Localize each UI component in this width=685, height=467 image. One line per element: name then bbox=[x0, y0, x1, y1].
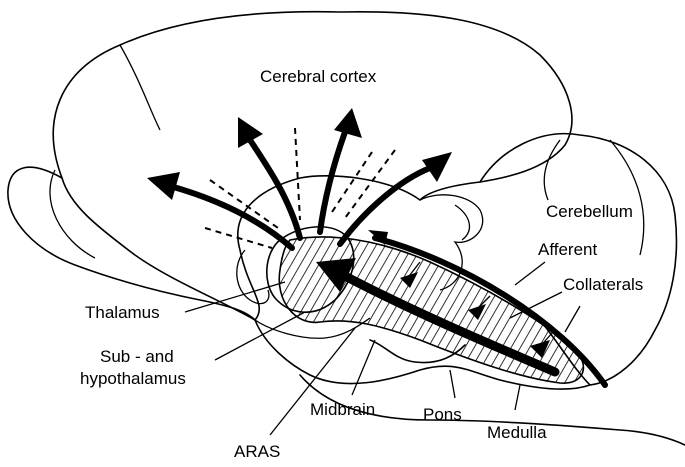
label-collaterals: Collaterals bbox=[563, 275, 643, 294]
afferent-arrow-head bbox=[368, 230, 388, 245]
cortex-inner-fold bbox=[119, 44, 161, 131]
label-cerebellum: Cerebellum bbox=[546, 202, 633, 221]
collateral-branch-1 bbox=[405, 261, 421, 281]
dashed-ray-4 bbox=[344, 149, 396, 219]
label-afferent: Afferent bbox=[538, 240, 598, 259]
dashed-ray-2 bbox=[209, 179, 279, 229]
cerebellum-fold-4 bbox=[454, 204, 471, 241]
label-hypothalamus: hypothalamus bbox=[80, 369, 186, 388]
label-sub-and: Sub - and bbox=[100, 347, 174, 366]
leader-aras bbox=[269, 327, 356, 436]
cerebellum-fold-1 bbox=[543, 139, 561, 201]
collateral-branch-2 bbox=[473, 295, 491, 313]
label-pons: Pons bbox=[423, 405, 462, 424]
dashed-ray-3 bbox=[204, 227, 273, 249]
aras-hatched-band bbox=[278, 236, 585, 384]
collateral-branch-3 bbox=[536, 331, 554, 351]
hypothalamus-lobe bbox=[236, 249, 270, 305]
brainstem-outline bbox=[254, 319, 591, 390]
arrow-left-head bbox=[147, 172, 180, 200]
label-thalamus: Thalamus bbox=[85, 303, 160, 322]
arrow-right bbox=[337, 165, 433, 247]
leader-sub-hypothalamus bbox=[214, 311, 306, 361]
label-midbrain: Midbrain bbox=[310, 400, 375, 419]
afferent-arrow bbox=[372, 235, 608, 388]
leader-pons bbox=[449, 369, 456, 399]
olfactory-bulb-outline bbox=[7, 166, 256, 321]
arrow-up-right bbox=[317, 129, 348, 235]
dashed-ray-1 bbox=[294, 127, 301, 221]
dashed-ray-5 bbox=[329, 151, 373, 216]
arrow-up-left-head bbox=[238, 117, 263, 148]
arrow-up-left bbox=[247, 137, 303, 241]
hypothalamus-outline bbox=[254, 317, 371, 339]
collateral-arrow-2 bbox=[468, 304, 486, 320]
ventral-brainstem bbox=[299, 374, 685, 446]
arrow-right-head bbox=[422, 152, 452, 182]
leader-midbrain bbox=[351, 339, 376, 396]
olfactory-inner-line bbox=[49, 169, 96, 259]
leader-medulla bbox=[514, 384, 521, 411]
cerebellum-fold-2 bbox=[609, 139, 645, 256]
label-aras: ARAS bbox=[234, 442, 280, 461]
leader-collaterals-2 bbox=[564, 305, 581, 333]
leader-thalamus bbox=[184, 281, 286, 313]
aras-main-arrow bbox=[340, 271, 560, 377]
aras-main-arrow-head bbox=[316, 258, 356, 292]
leader-collaterals bbox=[509, 291, 563, 319]
label-medulla: Medulla bbox=[487, 423, 547, 442]
arrow-left bbox=[167, 183, 295, 251]
arrow-up-right-head bbox=[334, 108, 362, 138]
label-cerebral-cortex: Cerebral cortex bbox=[260, 67, 377, 86]
collateral-arrow-3 bbox=[530, 340, 550, 358]
leader-afferent bbox=[514, 261, 546, 286]
collateral-arrow-1 bbox=[400, 272, 418, 288]
